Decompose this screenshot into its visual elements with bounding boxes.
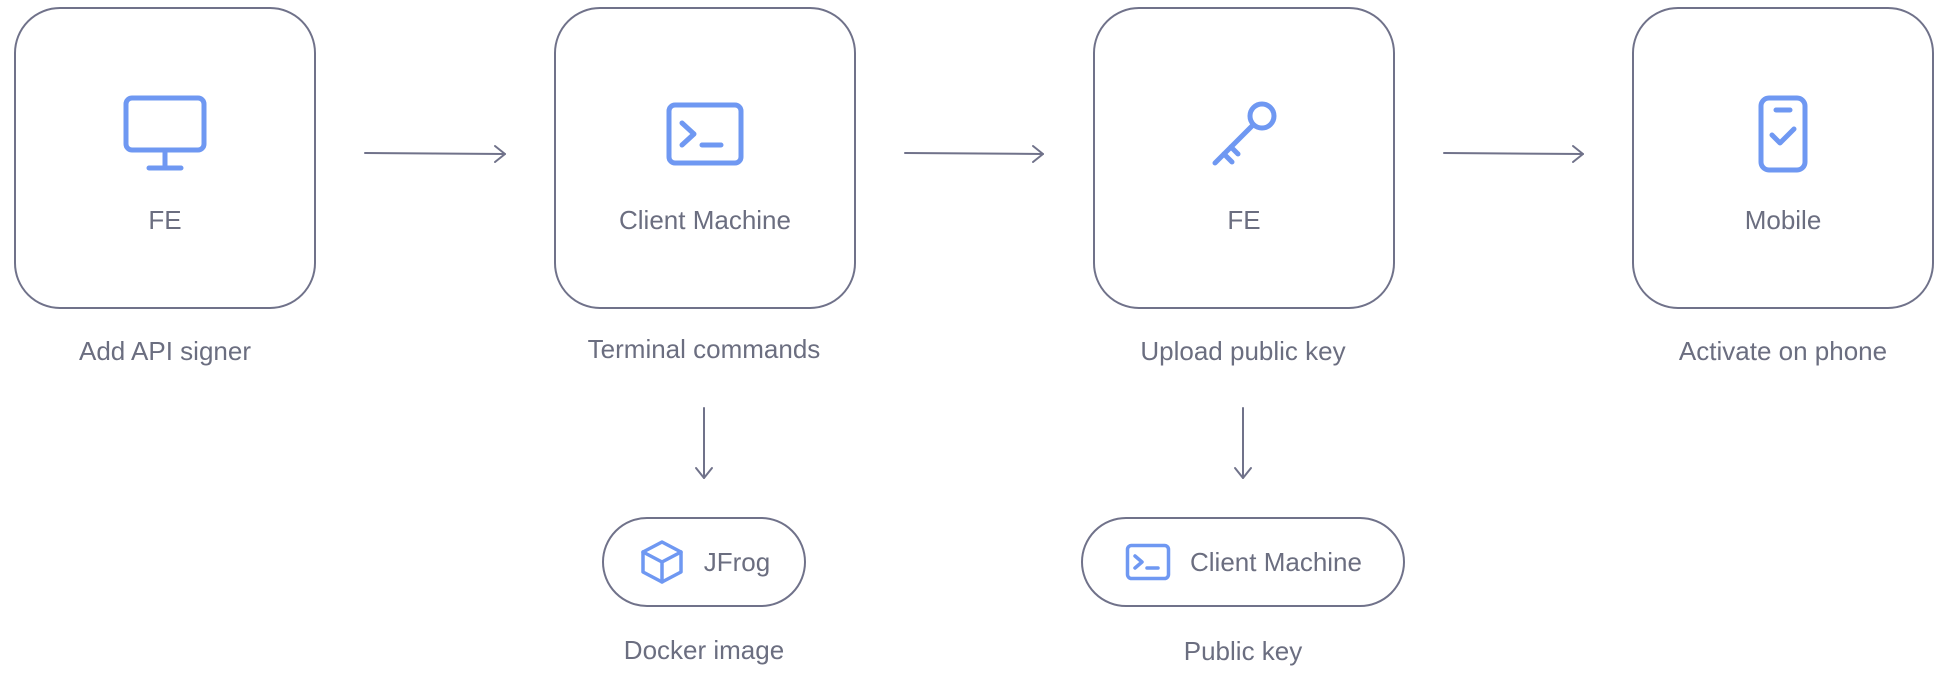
terminal-icon bbox=[660, 89, 750, 179]
node-caption: Upload public key bbox=[1140, 336, 1346, 366]
node-fe-upload-key: FE bbox=[1093, 7, 1395, 309]
node-mobile: Mobile bbox=[1632, 7, 1934, 309]
arrow-3-down bbox=[1234, 407, 1252, 479]
subnode-label: JFrog bbox=[703, 546, 771, 577]
node-client-machine: Client Machine bbox=[554, 7, 856, 309]
node-caption: Add API signer bbox=[79, 336, 251, 366]
node-caption: Activate on phone bbox=[1678, 336, 1888, 366]
node-caption: Terminal commands bbox=[587, 334, 821, 364]
arrow-1-to-2 bbox=[364, 145, 506, 163]
arrow-2-down bbox=[695, 407, 713, 479]
arrow-3-to-4 bbox=[1443, 145, 1584, 163]
arrow-2-to-3 bbox=[904, 145, 1044, 163]
cube-icon bbox=[638, 538, 686, 586]
subnode-caption: Public key bbox=[1183, 636, 1303, 666]
subnode-label: Client Machine bbox=[1190, 546, 1362, 577]
subnode-caption: Docker image bbox=[623, 635, 785, 665]
subnode-jfrog: JFrog bbox=[602, 517, 806, 607]
phone-check-icon bbox=[1738, 89, 1828, 179]
key-icon bbox=[1199, 89, 1289, 179]
subnode-client-machine: Client Machine bbox=[1081, 517, 1405, 607]
node-title: Client Machine bbox=[619, 205, 791, 235]
node-fe-add-signer: FE bbox=[14, 7, 316, 309]
node-title: FE bbox=[148, 205, 182, 235]
terminal-icon bbox=[1124, 538, 1172, 586]
node-title: Mobile bbox=[1744, 205, 1822, 235]
monitor-icon bbox=[120, 89, 210, 179]
node-title: FE bbox=[1227, 205, 1261, 235]
